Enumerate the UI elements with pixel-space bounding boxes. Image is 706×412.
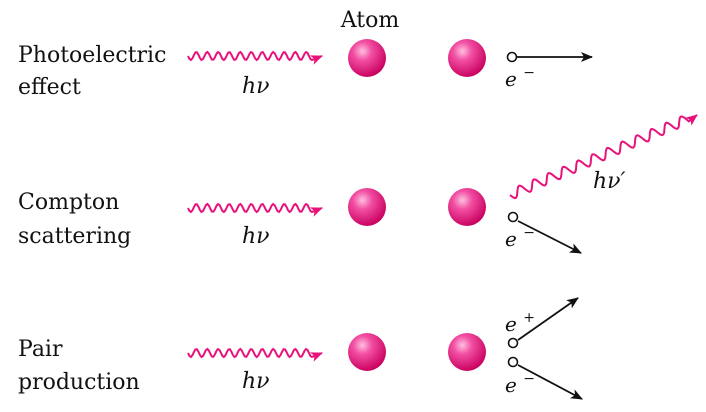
atom-before [348,188,386,226]
incoming-photon-wave [187,50,323,65]
recoil-electron [507,211,519,223]
compton-row: Compton scattering hν hν′ e − [18,114,698,254]
incoming-photon-wave [187,202,323,217]
process-label-compton-line1: Compton [18,190,119,215]
atom-before [348,39,386,77]
process-label-pair-line2: production [18,370,140,395]
photon-label: hν [242,74,270,99]
electron-arrow [517,220,582,254]
positron [507,337,519,349]
electron-label: e − [505,371,535,397]
photon-label: hν [242,369,270,394]
electron-arrow [517,364,583,400]
electron [507,356,519,368]
incoming-photon-wave [187,347,323,362]
ejected-electron [506,51,518,63]
photoelectric-row: Photoelectric effect hν e − [18,39,593,100]
atom-before [348,333,386,371]
scattered-photon-wave [509,114,698,200]
electron-label: e − [505,225,535,251]
pair-production-row: Pair production hν e + e − [18,297,583,400]
photon-label: hν [242,224,270,249]
positron-arrow [517,297,579,341]
process-label-compton-line2: scattering [18,224,131,249]
positron-label: e + [505,310,535,336]
process-label-photoelectric-line2: effect [18,75,81,100]
process-label-pair-line1: Pair [18,337,63,362]
atom-header-label: Atom [340,8,400,33]
atom-after [448,39,486,77]
process-label-photoelectric-line1: Photoelectric [18,43,166,68]
scattered-photon-label: hν′ [593,169,626,194]
electron-label: e − [505,65,535,91]
atom-after [448,188,486,226]
atom-after [448,333,486,371]
